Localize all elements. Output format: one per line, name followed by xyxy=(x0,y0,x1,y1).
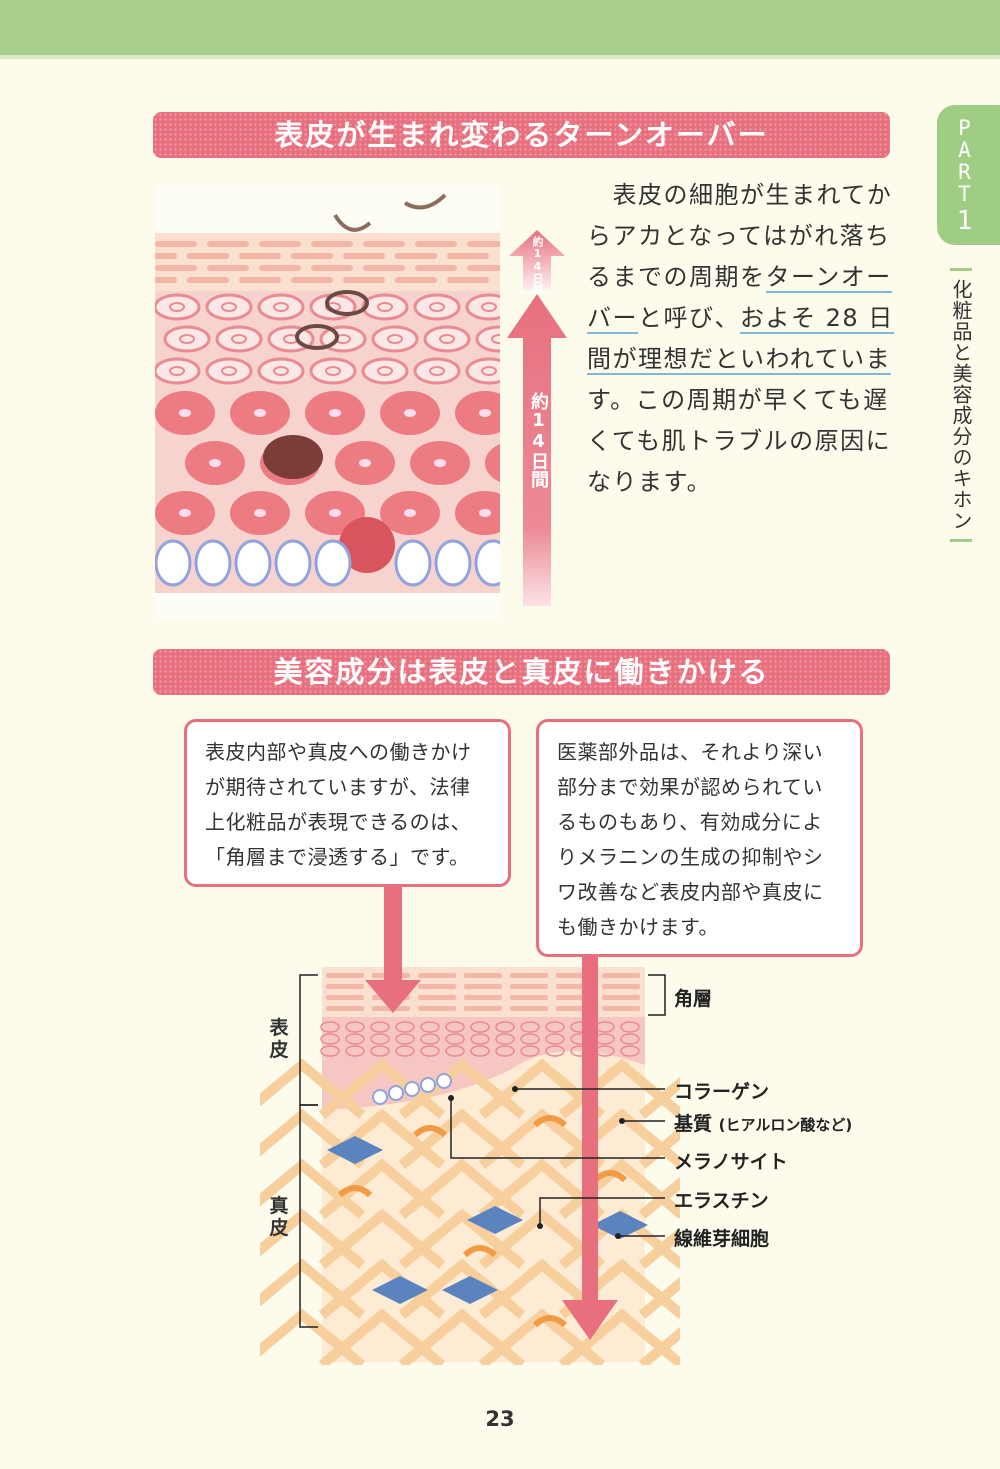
paragraph-text: なります。 xyxy=(587,468,713,496)
chapter-text: 化粧品と美容成分のキホン xyxy=(949,279,973,531)
paragraph-text: るまでの周期を xyxy=(587,263,766,291)
matrix-label: 基質 (ヒアルロン酸など) xyxy=(674,1109,852,1136)
paragraph-underlined: ターンオー xyxy=(765,263,892,293)
paragraph-text: と呼び、 xyxy=(638,304,740,332)
paragraph-underlined: およそ 28 日 xyxy=(740,304,894,334)
matrix-note: (ヒアルロン酸など) xyxy=(718,1116,853,1134)
melanocyte-label: メラノサイト xyxy=(674,1151,788,1173)
arrow-label-large: 約14日間 xyxy=(528,392,549,488)
elastin-label: エラスチン xyxy=(674,1190,769,1212)
paragraph-text: す。この周期が早くても遅 xyxy=(587,386,889,414)
paragraph-line: バーと呼び、およそ 28 日 xyxy=(587,298,907,339)
turnover-paragraph: 表皮の細胞が生まれてか らアカとなってはがれ落ち るまでの周期をターンオー バー… xyxy=(587,175,907,503)
matrix-text: 基質 xyxy=(674,1113,713,1135)
arrow-label-small: 約14日間 xyxy=(531,236,544,295)
part-label: PART xyxy=(958,116,971,206)
top-band xyxy=(0,0,1000,55)
page-number: 23 xyxy=(485,1407,515,1431)
dermis-label: 真皮 xyxy=(269,1195,289,1239)
paragraph-text: らアカとなってはがれ落ち xyxy=(587,222,891,250)
skin-turnover-illustration xyxy=(155,185,500,620)
stratum-corneum-label: 角層 xyxy=(674,988,713,1010)
chapter-bar-top xyxy=(950,268,972,271)
chapter-title: 化粧品と美容成分のキホン xyxy=(946,268,976,542)
epidermis-label: 表皮 xyxy=(269,1017,289,1061)
paragraph-line: なります。 xyxy=(587,462,907,503)
paragraph-line: くても肌トラブルの原因に xyxy=(587,421,907,462)
paragraph-underlined: 間が理想だといわれていま xyxy=(587,345,892,375)
paragraph-line: 表皮の細胞が生まれてか xyxy=(587,175,907,216)
top-band-edge xyxy=(0,55,1000,59)
turnover-arrow xyxy=(507,230,567,606)
paragraph-text: くても肌トラブルの原因に xyxy=(587,427,892,455)
section-heading-ingredients: 美容成分は表皮と真皮に働きかける xyxy=(153,649,890,695)
chapter-bar-bottom xyxy=(950,539,972,542)
paragraph-line: 間が理想だといわれていま xyxy=(587,339,907,380)
part-tab: PART 1 xyxy=(937,105,1000,245)
cosmetics-note-box: 表皮内部や真皮への働きかけが期待されていますが、法律上化粧品が表現できるのは、「… xyxy=(184,719,511,887)
paragraph-underlined: バー xyxy=(587,304,638,334)
collagen-label: コラーゲン xyxy=(674,1081,770,1103)
paragraph-text: 表皮の細胞が生まれてか xyxy=(587,181,893,209)
paragraph-line: す。この周期が早くても遅 xyxy=(587,380,907,421)
paragraph-line: らアカとなってはがれ落ち xyxy=(587,216,907,257)
fibroblast-label: 線維芽細胞 xyxy=(674,1228,770,1250)
part-number: 1 xyxy=(956,206,973,236)
skin-layers-diagram xyxy=(260,885,680,1365)
section-heading-turnover: 表皮が生まれ変わるターンオーバー xyxy=(153,112,890,158)
quasi-drug-note-box: 医薬部外品は、それより深い部分まで効果が認められているものもあり、有効成分により… xyxy=(536,719,863,957)
paragraph-line: るまでの周期をターンオー xyxy=(587,257,907,298)
